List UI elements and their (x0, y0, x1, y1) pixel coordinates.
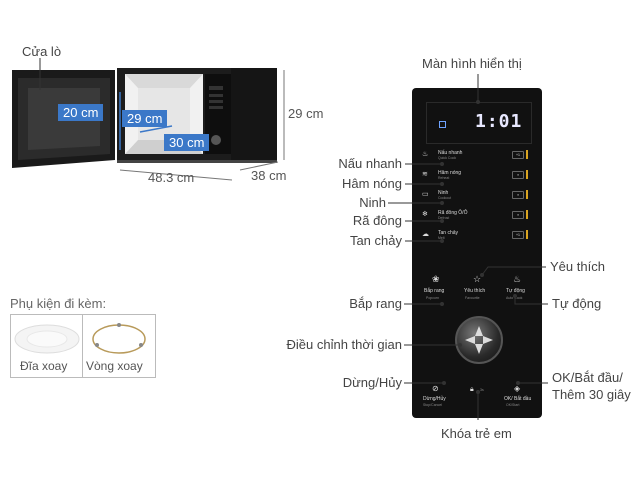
level-bar (526, 230, 528, 239)
ok-start-button[interactable]: ◈ OK/ Bắt đầu OK/Start (502, 384, 538, 414)
plate-box (10, 314, 84, 378)
inner-height-tag: 30 cm (164, 134, 210, 151)
favorite-button[interactable]: ☆ Yêu thích Favourite (462, 274, 492, 304)
row-sub: Defrost (438, 216, 450, 220)
row-melt[interactable]: Tan chảy Melt ☁ +1 (412, 228, 542, 248)
favorite-label: Yêu thích (550, 259, 605, 274)
level-box: ≡ (512, 171, 524, 179)
row-sub: Cookout (438, 196, 452, 200)
level-box: ≡ (512, 211, 524, 219)
display-label: Màn hình hiển thị (422, 56, 522, 71)
row-title: Rã đông Ô/Ô (438, 210, 468, 216)
stop-cancel-label: Dừng/Hủy (342, 375, 402, 390)
stop-sub: Stop/Cancel (423, 403, 443, 407)
favorite-title: Yêu thích (464, 288, 486, 294)
row-sub: Quick Cook (438, 156, 457, 160)
inner-width-tag: 20 cm (58, 104, 104, 121)
level-box: +1 (512, 231, 524, 239)
popcorn-button[interactable]: ❀ Bắp rang Popcorn (422, 274, 452, 304)
melt-label: Tan chảy (349, 233, 402, 248)
star-icon: ☆ (473, 274, 482, 284)
display-indicator-icon (439, 121, 446, 128)
row-simmer[interactable]: Ninh Cookout ▭ ≡ (412, 188, 542, 208)
ring-box (82, 314, 156, 378)
stop-cancel-button[interactable]: ⊘ Dừng/Hủy Stop/Cancel (420, 384, 454, 414)
stop-icon: ⊘ (432, 384, 439, 393)
lock-sub: 3s (480, 388, 484, 392)
pot-icon: ♨ (422, 151, 429, 158)
auto-title: Tự động (506, 288, 525, 294)
child-lock-label: Khóa trẻ em (441, 426, 512, 441)
outer-height-dim: 29 cm (288, 106, 324, 121)
display-screen: 1:01 (426, 102, 532, 144)
ok-start-label-2: Thêm 30 giây (552, 387, 631, 402)
quick-cook-label: Nấu nhanh (338, 156, 402, 171)
level-bar (526, 190, 528, 199)
simmer-icon: ▭ (422, 191, 429, 198)
row-defrost[interactable]: Rã đông Ô/Ô Defrost ❄ ≡ (412, 208, 542, 228)
simmer-label: Ninh (359, 195, 386, 210)
dial-arrows-icon (465, 326, 493, 354)
turntable-ring-icon (92, 323, 146, 354)
ok-start-label: OK/Bắt đầu/ (552, 370, 623, 385)
auto-sub: Auto Cook (506, 296, 523, 300)
reheat-icon: ≋ (422, 171, 428, 178)
level-bar (526, 210, 528, 219)
ring-label: Vòng xoay (86, 359, 143, 373)
plate-label: Đĩa xoay (20, 359, 68, 373)
door-label: Cửa lò (22, 44, 62, 59)
ok-sub: OK/Start (506, 403, 520, 407)
auto-label: Tự động (552, 296, 602, 311)
child-lock-indicator[interactable]: 🔒︎ 3s (464, 384, 490, 408)
auto-button[interactable]: ♨ Tự động Auto Cook (502, 274, 534, 304)
level-box: ≡ (512, 191, 524, 199)
control-panel: 1:01 Nấu nhanh Quick Cook ♨ +1 Hâm nóng … (412, 88, 542, 418)
row-title: Hâm nóng (438, 170, 462, 176)
display-value: 1:01 (475, 111, 523, 132)
row-title: Tan chảy (438, 230, 459, 236)
row-sub: Reheat (438, 176, 450, 180)
melt-icon: ☁ (422, 231, 429, 238)
play-icon: ◈ (514, 384, 521, 393)
level-box: +1 (512, 151, 524, 159)
popcorn-sub: Popcorn (426, 296, 440, 300)
time-dial[interactable] (455, 316, 503, 364)
favorite-sub: Favourite (465, 296, 480, 300)
popcorn-label: Bắp rang (349, 296, 402, 311)
outer-depth-dim: 38 cm (251, 168, 287, 183)
level-bar (526, 170, 528, 179)
ok-title: OK/ Bắt đầu (504, 396, 532, 402)
stop-title: Dừng/Hủy (423, 396, 446, 402)
row-quick-cook[interactable]: Nấu nhanh Quick Cook ♨ +1 (412, 148, 542, 168)
accessories-title: Phụ kiện đi kèm: (10, 296, 107, 311)
auto-cook-icon: ♨ (513, 274, 522, 284)
lock-icon: 🔒︎ (470, 386, 474, 393)
row-sub: Melt (438, 236, 445, 240)
row-title: Nấu nhanh (438, 150, 463, 156)
row-reheat[interactable]: Hâm nóng Reheat ≋ ≡ (412, 168, 542, 188)
turntable-plate-icon (14, 324, 80, 354)
popcorn-title: Bắp rang (424, 288, 445, 294)
reheat-label: Hâm nóng (342, 176, 402, 191)
defrost-label: Rã đông (352, 213, 402, 228)
row-title: Ninh (438, 190, 449, 196)
inner-depth-tag: 29 cm (122, 110, 168, 127)
level-bar (526, 150, 528, 159)
outer-width-dim: 48.3 cm (148, 170, 195, 185)
time-adjust-label: Điều chỉnh thời gian (286, 337, 402, 352)
snowflake-icon: ❄ (422, 211, 428, 218)
popcorn-icon: ❀ (432, 274, 440, 284)
